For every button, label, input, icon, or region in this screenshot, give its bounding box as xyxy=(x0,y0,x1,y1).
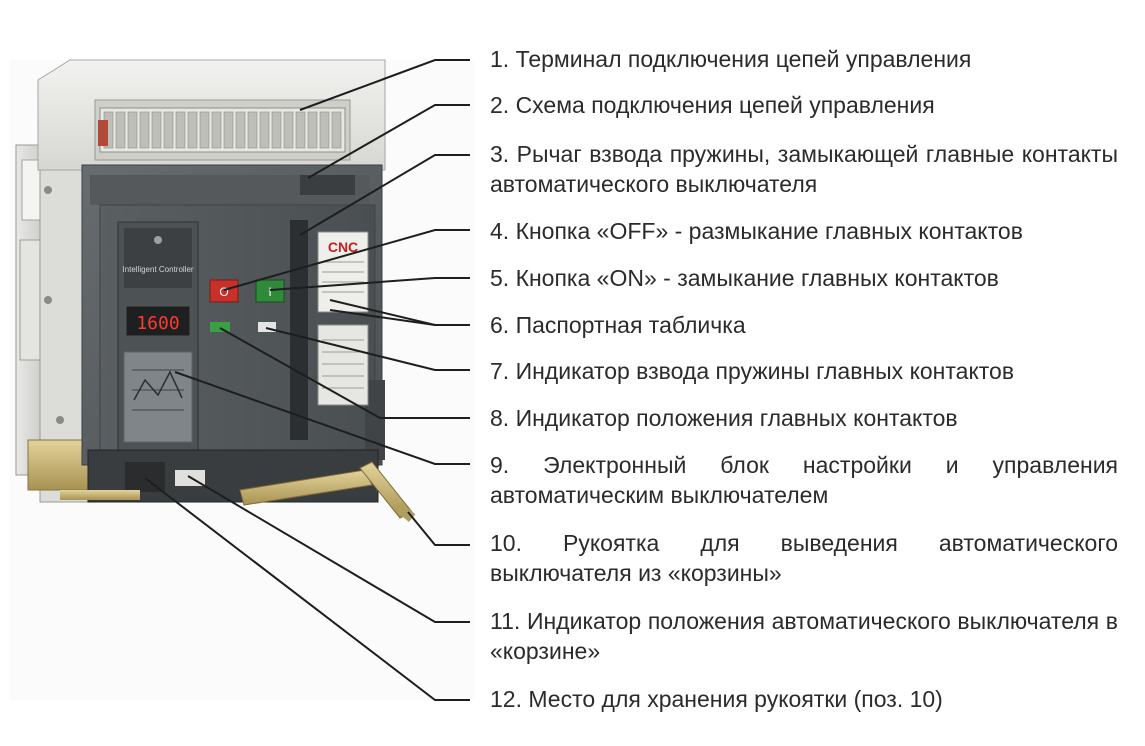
off-button: O xyxy=(209,279,239,303)
callout-10-label: 10. Рукоятка для выведения автоматическо… xyxy=(490,530,1118,586)
racking-handle xyxy=(239,461,416,522)
callout-leaders xyxy=(144,59,470,701)
spring-charging-lever xyxy=(290,220,308,440)
callout-7-label: 7. Индикатор взвода пружины главных конт… xyxy=(490,358,1015,384)
callout-6-label: 6. Паспортная табличка xyxy=(490,312,746,338)
callout-12-label: 12. Место для хранения рукоятки (поз. 10… xyxy=(490,686,943,712)
controller-label: Intelligent Controller xyxy=(122,265,193,274)
callout-1-label: 1. Терминал подключения цепей управления xyxy=(490,46,972,72)
callout-11-label: 11. Индикатор положения автоматического … xyxy=(490,608,1118,664)
on-button: I xyxy=(255,279,285,303)
spring-charge-indicator xyxy=(258,322,276,332)
callout-3-label: 3. Рычаг взвода пружины, замыкающей глав… xyxy=(490,141,1118,197)
wiring-diagram-slot xyxy=(300,175,355,195)
contact-position-indicator xyxy=(210,322,230,332)
control-terminal-strip xyxy=(98,107,346,153)
callout-9-label: 9. Электронный блок настройки и управлен… xyxy=(490,452,1118,508)
nameplate: CNC xyxy=(317,231,369,406)
callout-5-label: 5. Кнопка «ON» - замыкание главных конта… xyxy=(490,265,999,291)
svg-text:I: I xyxy=(268,285,271,299)
electronic-controller: Intelligent Controller 1600 xyxy=(117,221,199,451)
cassette-base xyxy=(60,449,379,503)
brand-logo: CNC xyxy=(328,239,358,255)
callout-8-label: 8. Индикатор положения главных контактов xyxy=(490,405,958,431)
callout-2-label: 2. Схема подключения цепей управления xyxy=(490,92,935,118)
controller-display: 1600 xyxy=(136,313,179,334)
svg-text:O: O xyxy=(219,285,228,299)
callout-4-label: 4. Кнопка «OFF» - размыкание главных кон… xyxy=(490,218,1023,244)
